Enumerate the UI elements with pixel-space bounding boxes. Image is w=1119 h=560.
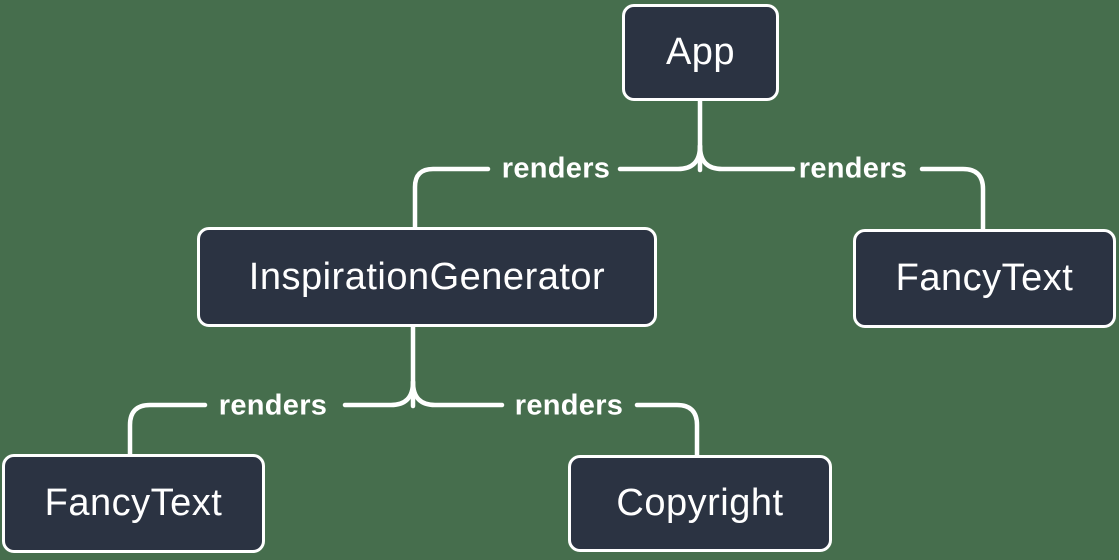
- edge-to-copyright: [634, 402, 700, 458]
- node-fancy-text-top: FancyText: [853, 229, 1116, 328]
- edge-to-fancy-text-bottom: [127, 402, 208, 457]
- node-fancy-text-bottom: FancyText: [2, 454, 265, 553]
- edge-to-inspiration-generator: [412, 166, 491, 230]
- node-copyright: Copyright: [568, 455, 832, 552]
- edge-inspiration-fork-right: [410, 379, 505, 408]
- edge-app-fork-right: [697, 143, 796, 172]
- edge-label-inspiration-fancy-text: renders: [218, 389, 328, 422]
- edge-app-fork-left: [617, 143, 703, 172]
- edge-label-app-inspiration: renders: [501, 152, 611, 185]
- edge-label-inspiration-copyright: renders: [514, 389, 624, 422]
- node-inspiration-generator: InspirationGenerator: [197, 227, 657, 327]
- edge-label-app-fancy-text: renders: [798, 152, 908, 185]
- node-app: App: [622, 4, 779, 101]
- edge-inspiration-fork-left: [342, 379, 416, 408]
- edge-to-fancy-text-top: [919, 166, 986, 232]
